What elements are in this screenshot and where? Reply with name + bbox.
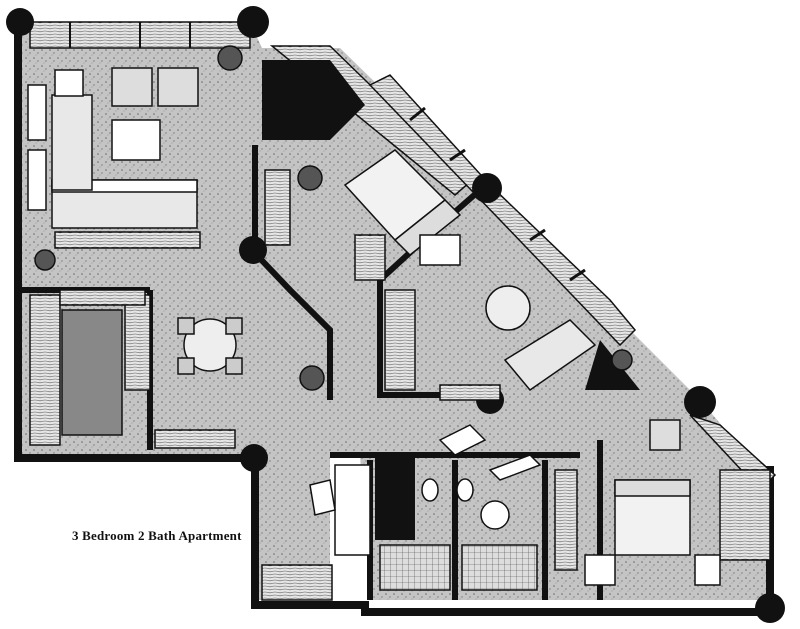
dresser-3 — [554, 469, 578, 571]
plan-caption: 3 Bedroom 2 Bath Apartment — [72, 528, 242, 543]
bathrooms — [261, 464, 538, 601]
plant-bed-2 — [611, 349, 633, 371]
columns — [6, 6, 785, 623]
doors — [309, 424, 542, 516]
door-hall — [438, 424, 487, 456]
column-mid — [239, 236, 267, 264]
column-top — [237, 6, 269, 38]
tub-2 — [461, 544, 538, 591]
round-table — [485, 285, 531, 331]
coffee-table — [111, 119, 161, 161]
bedroom-3 — [554, 419, 721, 586]
armchair-left — [111, 67, 153, 107]
kitchen-dining — [29, 289, 325, 449]
closet-1 — [264, 169, 291, 246]
plant-dining — [299, 365, 325, 391]
sink-1 — [421, 478, 439, 502]
bedroom-1 — [264, 149, 462, 281]
plant-living — [217, 45, 243, 71]
column-right — [472, 173, 502, 203]
tub-1 — [379, 544, 451, 591]
desk-1 — [354, 234, 386, 281]
nightstand-3b — [694, 554, 721, 586]
plant-bed-1 — [297, 165, 323, 191]
desk-2 — [419, 234, 461, 266]
entry-console — [154, 429, 236, 449]
door-entry — [309, 479, 336, 516]
chair-3 — [649, 419, 681, 451]
column-top-left — [6, 8, 34, 36]
bar-counter — [59, 289, 146, 306]
dark-areas — [262, 60, 640, 540]
diagonal-railing — [368, 74, 777, 561]
kitchen-floor — [61, 309, 123, 436]
linen-closet — [334, 464, 371, 556]
credenza — [54, 231, 201, 249]
shelf-2 — [439, 384, 501, 401]
toilet — [480, 500, 510, 530]
closet-2 — [384, 289, 416, 391]
wall-art-2 — [27, 149, 47, 211]
wall-art — [27, 84, 47, 141]
kitchen-counter — [29, 294, 61, 446]
living-room — [27, 45, 243, 271]
column-bottom-right — [755, 593, 785, 623]
armchair-right — [157, 67, 199, 107]
bedroom-2 — [384, 234, 633, 401]
sink-2 — [456, 478, 474, 502]
column-far-right — [684, 386, 716, 418]
column-entry — [240, 444, 268, 472]
nightstand-3 — [584, 554, 616, 586]
side-table — [54, 69, 84, 97]
hall-closet — [261, 564, 333, 601]
kitchen-island — [124, 294, 151, 391]
dining-table — [183, 318, 237, 372]
sofa-bed-2 — [503, 319, 597, 392]
sofa-side — [51, 94, 93, 191]
door-bath — [488, 454, 542, 481]
plant-side — [34, 249, 56, 271]
